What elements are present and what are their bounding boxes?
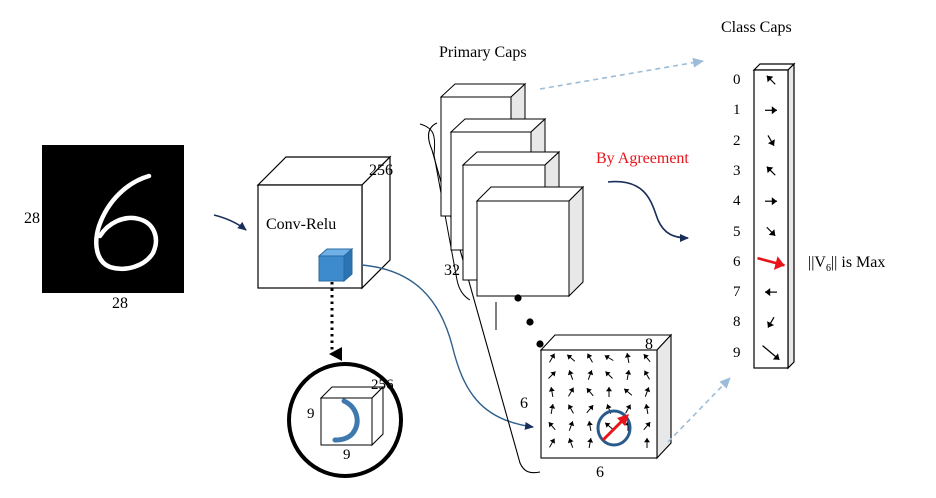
primary-caps-bracket (428, 122, 541, 474)
kernel-size-bottom-label: 9 (343, 447, 351, 463)
by-agreement-arrow (607, 180, 689, 242)
kernel-depth-label: 256 (371, 377, 394, 393)
capsule-arrow-head (548, 422, 554, 428)
class-label-9: 9 (733, 344, 741, 361)
conv-depth-label: 256 (369, 162, 393, 179)
class-label-2: 2 (733, 132, 741, 149)
capsule-arrow-head (549, 438, 555, 444)
ellipsis-dot (514, 294, 522, 302)
capsule-arrow-head (605, 371, 611, 377)
capsule-arrow-head (550, 371, 556, 377)
grid-width-label: 6 (596, 464, 604, 481)
winner-prefix: ||V (808, 254, 826, 271)
class-vector-head-8 (767, 321, 775, 328)
class-vector-head-5 (768, 229, 776, 236)
class-label-5: 5 (733, 223, 741, 240)
grid-height-label: 6 (520, 395, 528, 412)
winner-norm-label: ||V6|| is Max (808, 255, 885, 277)
primary-maps-count-label: 32 (444, 262, 460, 279)
capsule-arrow-head (645, 422, 651, 428)
capsule-arrow-head (644, 438, 650, 443)
input-width-label: 28 (112, 295, 128, 312)
active-capsule-vector-head (617, 414, 629, 426)
input-digit-image (42, 145, 184, 293)
ellipsis-dot (536, 340, 544, 348)
input-height-label: 28 (24, 210, 40, 227)
primary-to-class-dashed-bottom (667, 377, 731, 443)
capsule-arrow-head (604, 355, 610, 361)
class-caps-vectors (757, 75, 785, 361)
class-caps-title: Class Caps (721, 19, 792, 36)
input-to-conv-arrow (213, 214, 247, 231)
capsule-arrow-head (568, 387, 574, 393)
capsule-arrow-head (644, 370, 650, 376)
class-label-0: 0 (733, 72, 741, 88)
capsule-arrow-head (587, 438, 594, 443)
conv-to-grid-arrow (361, 264, 534, 430)
by-agreement-label: By Agreement (596, 150, 689, 167)
capsule-arrow-head (586, 388, 592, 394)
capsule-arrow-head (568, 421, 575, 427)
class-vector-head-0 (766, 75, 774, 83)
class-label-1: 1 (733, 102, 741, 119)
capsule-grid-cube (539, 333, 673, 460)
class-label-7: 7 (733, 284, 741, 301)
class-vector-head-2 (767, 139, 775, 146)
winner-suffix: || is Max (830, 254, 886, 271)
capsule-arrow-head (624, 353, 631, 358)
capsule-arrow-head (624, 388, 630, 394)
capsule-arrow-head (605, 404, 612, 410)
class-caps-column (752, 62, 796, 370)
capsule-arrow-head (625, 370, 632, 375)
capsule-arrow-head (549, 404, 556, 409)
class-label-3: 3 (733, 162, 741, 179)
capsule-arrow-head (605, 422, 611, 428)
capsule-arrow-head (568, 404, 574, 410)
kernel-feature-stroke (332, 398, 360, 443)
capsule-arrow-head (587, 370, 594, 376)
grid-depth-label: 8 (645, 336, 653, 353)
primary-map (475, 185, 585, 298)
class-vector-head-3 (766, 166, 774, 174)
conv-relu-title: Conv-Relu (266, 216, 337, 233)
capsule-arrow-head (548, 387, 555, 392)
active-capsule-circle (596, 409, 632, 447)
class-vector-head-9 (772, 353, 780, 360)
kernel-size-left-label: 9 (307, 406, 315, 422)
capsule-arrow-head (643, 404, 650, 409)
class-vector-head-1 (771, 106, 777, 115)
class-vector-head-7 (765, 288, 771, 297)
capsule-arrow-head (587, 353, 593, 359)
digit-six-stroke (94, 173, 159, 271)
class-label-6: 6 (733, 253, 741, 270)
conv-relu-cube (256, 155, 392, 290)
capsule-arrow-head (644, 387, 651, 393)
class-label-4: 4 (733, 193, 741, 210)
maps-brace (419, 123, 471, 301)
capsule-arrow-head (567, 354, 573, 360)
capsule-arrow-head (643, 354, 649, 360)
capsule-arrow-head (625, 404, 631, 410)
primary-caps-stack (439, 82, 585, 298)
primary-caps-title: Primary Caps (439, 44, 527, 61)
conv-kernel-cube (317, 247, 354, 283)
ellipsis-dot (526, 318, 534, 326)
capsule-arrow-head (567, 370, 574, 376)
capsule-arrow-head (567, 438, 574, 444)
class-vector-head-6 (773, 256, 785, 270)
capsule-arrow-head (588, 405, 594, 411)
capsule-arrow-head (586, 421, 593, 426)
capsule-arrow-field (548, 352, 651, 449)
primary-to-class-dashed-top (539, 57, 704, 90)
class-vector-head-4 (771, 197, 777, 206)
class-label-8: 8 (733, 314, 741, 331)
winner-subscript: 6 (825, 263, 831, 275)
capsule-arrow-head (606, 387, 612, 392)
capsule-arrow-head (549, 353, 555, 359)
